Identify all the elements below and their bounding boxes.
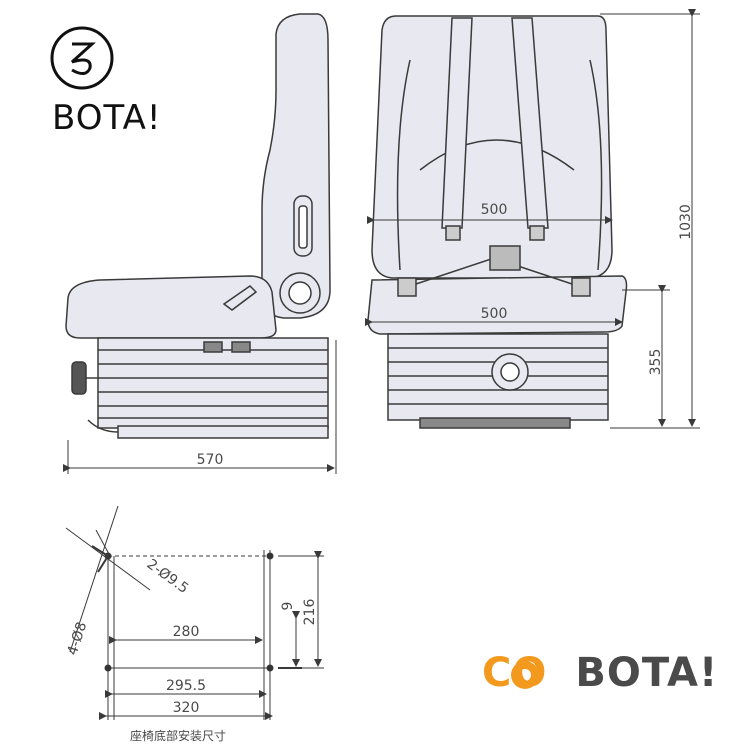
front-backrest — [371, 15, 613, 279]
label-500-top: 500 — [481, 202, 508, 218]
mounting-caption: 座椅底部安装尺寸 — [130, 728, 226, 743]
recline-lever — [222, 285, 258, 311]
label-295: 295.5 — [166, 678, 206, 694]
bota-logo-mark — [50, 26, 114, 90]
label-2-hole: 2-Ø9.5 — [144, 556, 192, 597]
combota-wordmark: CO BOTA! — [482, 650, 718, 696]
label-280: 280 — [173, 624, 200, 640]
label-216: 216 — [302, 599, 318, 626]
side-backrest — [261, 13, 331, 319]
combota-wordmark-part2: BOTA! — [575, 650, 719, 696]
bota-wordmark: BOTA! — [52, 98, 162, 138]
label-355: 355 — [648, 349, 664, 376]
mount-hole — [266, 664, 274, 672]
side-base-plate — [117, 425, 329, 439]
side-cushion — [65, 275, 277, 339]
front-view — [367, 15, 628, 429]
label-320: 320 — [173, 700, 200, 716]
dim-front — [365, 9, 700, 429]
belt-strap-left — [441, 17, 473, 229]
mount-hole — [266, 552, 274, 560]
combota-wordmark-part1: CO — [482, 650, 548, 696]
mounting-plan — [65, 505, 324, 720]
belt-buckle — [489, 245, 521, 271]
side-view — [65, 13, 331, 439]
label-570: 570 — [197, 452, 224, 468]
dim-side-width — [63, 340, 337, 474]
mount-hole — [104, 664, 112, 672]
label-9: 9 — [280, 602, 296, 611]
label-1030: 1030 — [678, 204, 694, 240]
label-4-hole: 4-Ø8 — [65, 620, 91, 657]
side-handwheel — [71, 361, 87, 395]
side-bellows — [97, 337, 329, 429]
label-500-seat: 500 — [481, 306, 508, 322]
combota-logo-mark — [511, 661, 539, 689]
belt-strap-right — [511, 17, 549, 229]
